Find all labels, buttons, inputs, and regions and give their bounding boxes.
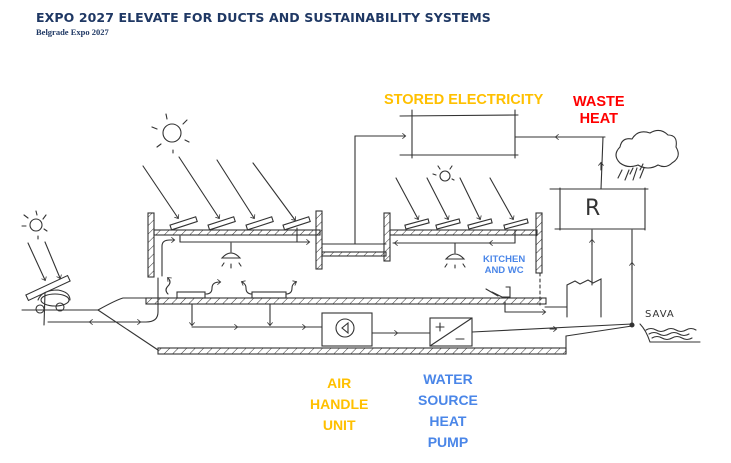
- sun-main-icon: [142, 113, 296, 222]
- ceiling-lamp-left-icon: [220, 242, 242, 269]
- heat-recovery-unit: [549, 136, 649, 326]
- sun-left-icon: [21, 210, 62, 282]
- label-waste-heat: WASTE HEAT: [573, 94, 625, 127]
- ceiling-lamp-right-icon: [444, 242, 466, 269]
- label-kitchen-wc: KITCHEN AND WC: [483, 254, 526, 276]
- label-water-source-heat-pump: WATER SOURCE HEAT PUMP: [418, 371, 478, 450]
- rain-cloud-icon: [615, 129, 679, 181]
- building-left: [147, 210, 323, 278]
- solar-panels-right: [404, 218, 529, 230]
- page-subtitle: Belgrade Expo 2027: [36, 27, 109, 37]
- page-title: EXPO 2027 ELEVATE FOR DUCTS AND SUSTAINA…: [36, 10, 491, 25]
- label-stored-electricity: STORED ELECTRICITY: [384, 92, 544, 108]
- ducts: [21, 277, 635, 355]
- ev-car-icon: [25, 274, 71, 326]
- label-river-sava: SAVA: [645, 309, 675, 320]
- floor-vents: [165, 277, 298, 299]
- river-sava-icon: [639, 323, 701, 343]
- sun-right-icon: [395, 165, 515, 221]
- building-connector: [321, 133, 407, 262]
- label-air-handle-unit: AIR HANDLE UNIT: [310, 375, 369, 433]
- label-recovery-unit: R: [585, 196, 601, 221]
- battery-storage-box: [399, 109, 606, 159]
- kitchen-wc-icon: [485, 278, 602, 318]
- air-handle-unit-box[interactable]: [321, 312, 373, 347]
- heat-pump-box[interactable]: [429, 317, 473, 347]
- solar-panels-main: [169, 216, 311, 231]
